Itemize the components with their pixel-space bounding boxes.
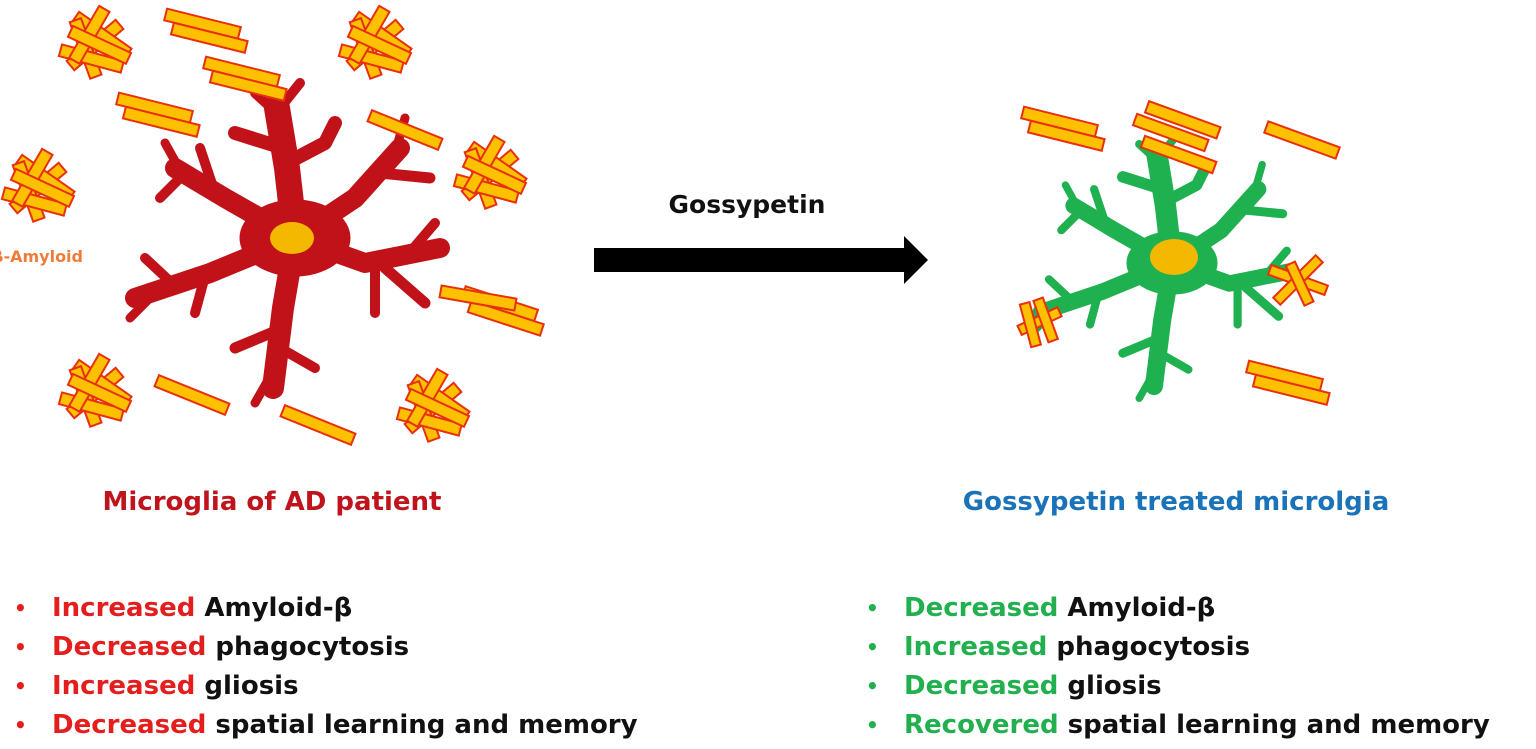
bullet-icon: •: [866, 635, 879, 659]
amyloid-label: β-Amyloid: [0, 247, 83, 266]
effect-text: gliosis: [1067, 671, 1162, 701]
amyloid-cluster: [337, 4, 413, 80]
bullet-icon: •: [14, 635, 27, 659]
list-item: • Increased Amyloid-β: [14, 589, 638, 628]
effect-term: Recovered: [904, 710, 1059, 740]
amyloid-cluster: [57, 352, 133, 428]
amyloid-cluster: [395, 367, 471, 443]
bullet-icon: •: [866, 674, 879, 698]
amyloid-fibril: [279, 404, 357, 446]
amyloid-fibril-pair: [1242, 359, 1334, 406]
amyloid-engulfed-cluster: [1016, 296, 1063, 349]
effect-term: Decreased: [904, 671, 1059, 701]
ad-panel-title: Microglia of AD patient: [103, 487, 442, 517]
list-item: • Decreased spatial learning and memory: [14, 706, 638, 745]
effect-term: Increased: [52, 593, 196, 623]
amyloid-fibril-pair: [112, 91, 204, 138]
effect-term: Decreased: [904, 593, 1059, 623]
amyloid-fibril: [1263, 120, 1341, 160]
list-item: • Increased phagocytosis: [866, 628, 1490, 667]
list-item: • Decreased phagocytosis: [14, 628, 638, 667]
ad-effects-list: • Increased Amyloid-β • Decreased phagocyt…: [14, 589, 638, 745]
list-item: • Increased gliosis: [14, 667, 638, 706]
effect-text: spatial learning and memory: [215, 710, 638, 740]
treated-effects-list: • Decreased Amyloid-β • Increased phagocyt…: [866, 589, 1490, 745]
bullet-icon: •: [866, 596, 879, 620]
list-item: • Decreased Amyloid-β: [866, 589, 1490, 628]
bullet-icon: •: [866, 713, 879, 737]
right-arrow-icon: [594, 236, 928, 284]
amyloid-cluster: [57, 4, 133, 80]
effect-term: Decreased: [52, 710, 207, 740]
bullet-icon: •: [14, 596, 27, 620]
list-item: • Recovered spatial learning and memory: [866, 706, 1490, 745]
amyloid-cluster: [0, 147, 76, 223]
amyloid-fibril: [153, 374, 231, 416]
bullet-icon: •: [14, 674, 27, 698]
amyloid-fibril-pair: [160, 7, 252, 54]
treated-panel-title: Gossypetin treated microlgia: [963, 487, 1390, 517]
treated-microglia-nucleus: [1150, 239, 1198, 275]
list-item: • Decreased gliosis: [866, 667, 1490, 706]
amyloid-engulfed-cluster: [1131, 99, 1222, 175]
effect-text: gliosis: [204, 671, 299, 701]
amyloid-fibril-pair: [199, 55, 291, 102]
bullet-icon: •: [14, 713, 27, 737]
effect-text: spatial learning and memory: [1067, 710, 1490, 740]
amyloid-engulfed-cluster: [1266, 253, 1330, 308]
treatment-label: Gossypetin: [669, 190, 826, 219]
effect-term: Increased: [904, 632, 1048, 662]
amyloid-fibril-pair: [1017, 105, 1109, 152]
ad-microglia-nucleus: [270, 222, 314, 254]
effect-text: Amyloid-β: [1067, 593, 1216, 623]
effect-text: Amyloid-β: [204, 593, 353, 623]
amyloid-cluster: [452, 134, 528, 210]
effect-text: phagocytosis: [215, 632, 410, 662]
effect-term: Decreased: [52, 632, 207, 662]
effect-text: phagocytosis: [1056, 632, 1251, 662]
effect-term: Increased: [52, 671, 196, 701]
